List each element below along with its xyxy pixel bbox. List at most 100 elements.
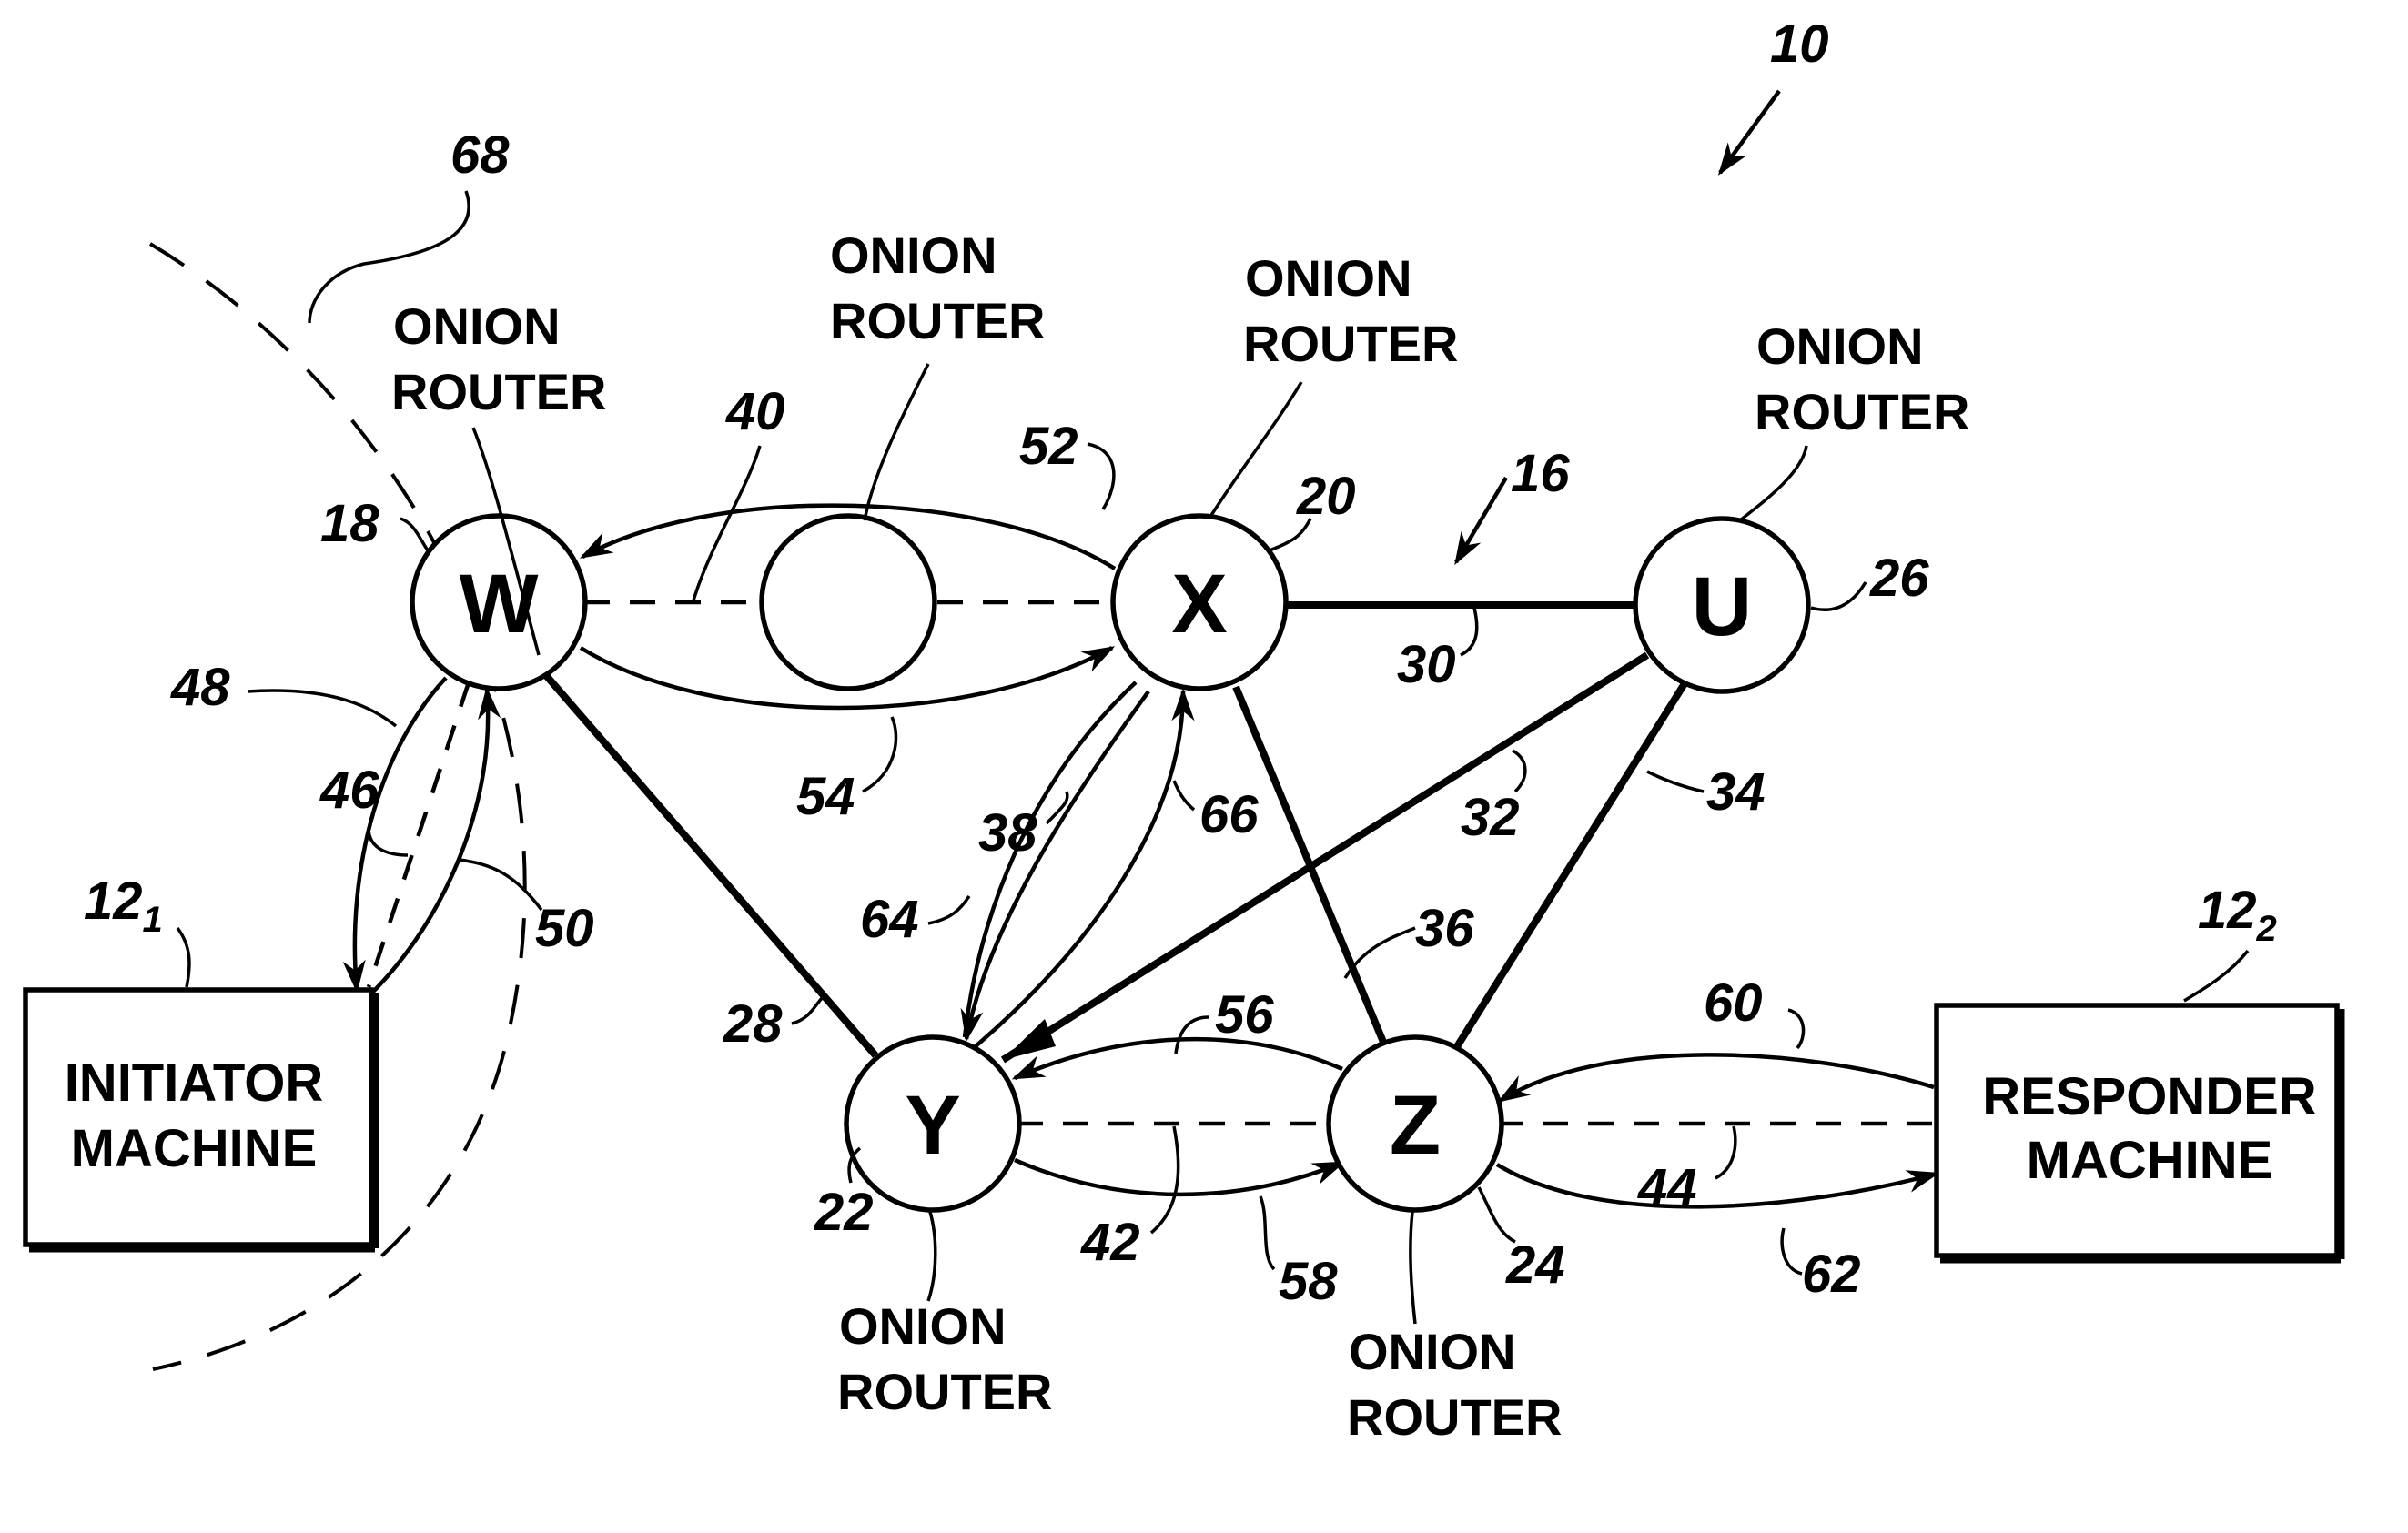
ref-30-leader (1461, 608, 1477, 655)
ref-10: 10 (1770, 15, 1829, 74)
ref-58-leader (1260, 1196, 1274, 1269)
ref-34: 34 (1706, 762, 1766, 822)
leader-caption-z (1411, 1212, 1415, 1324)
arc-initiator-w-50 (371, 690, 488, 993)
ref-26: 26 (1869, 549, 1929, 608)
ref-initiator-main: 12 (84, 872, 143, 931)
ref-52: 52 (1019, 417, 1078, 476)
node-z: Z (1329, 1037, 1502, 1210)
initiator-machine: INITIATOR MACHINE (25, 990, 375, 1248)
ref-16: 16 (1511, 444, 1570, 503)
ref-34-leader (1647, 772, 1704, 792)
ref-48: 48 (170, 658, 230, 717)
ref-48-leader (248, 691, 396, 726)
caption-x-line2: ROUTER (1243, 315, 1458, 372)
ref-28: 28 (723, 994, 783, 1054)
ref-60: 60 (1704, 973, 1763, 1033)
ref-50-leader (460, 860, 541, 910)
ref-responder: 122 (2198, 881, 2277, 949)
ref-42: 42 (1080, 1213, 1140, 1272)
ref-initiator-sub: 1 (143, 900, 163, 940)
ref-40-leader (693, 446, 760, 600)
ref-responder-leader (2184, 951, 2248, 1001)
node-w: W (412, 516, 585, 689)
node-u-letter: U (1692, 560, 1752, 653)
ref-56: 56 (1215, 985, 1274, 1044)
caption-w-line1: ONION (393, 298, 561, 355)
ref-30: 30 (1397, 635, 1456, 694)
ref-42-leader (1151, 1126, 1179, 1233)
caption-z-line2: ROUTER (1347, 1388, 1562, 1446)
ref-initiator: 121 (84, 872, 163, 940)
ref-22: 22 (814, 1183, 874, 1242)
ref-46: 46 (319, 761, 379, 820)
responder-line2: MACHINE (2027, 1131, 2273, 1190)
node-x-letter: X (1171, 558, 1227, 651)
ref-44-leader (1715, 1126, 1735, 1178)
ref-44: 44 (1637, 1158, 1697, 1217)
ref-62: 62 (1802, 1245, 1861, 1304)
ref-58: 58 (1279, 1252, 1338, 1311)
ref-66: 66 (1199, 785, 1259, 844)
caption-u-line2: ROUTER (1755, 383, 1969, 440)
ref-62-leader (1782, 1228, 1802, 1274)
arc-z-responder-62 (1497, 1165, 1937, 1206)
caption-u-line1: ONION (1756, 318, 1924, 375)
ref-38: 38 (978, 803, 1037, 862)
ref-20: 20 (1296, 467, 1356, 526)
ref-28-leader (792, 996, 824, 1024)
ref-54: 54 (796, 767, 855, 826)
initiator-machine-box (25, 990, 371, 1245)
ref-64: 64 (860, 890, 919, 949)
leader-caption-u (1740, 446, 1806, 520)
ref-66-leader (1174, 781, 1194, 810)
ref-32-leader (1513, 751, 1525, 792)
ref-46-leader (369, 828, 408, 855)
ref-24: 24 (1505, 1235, 1565, 1295)
ref-26-leader (1811, 582, 1866, 610)
caption-relay-line2: ROUTER (830, 292, 1045, 349)
ref-56-leader (1176, 1017, 1209, 1054)
ref-18-leader (400, 519, 428, 550)
node-relay-circle (762, 516, 935, 689)
caption-z-line1: ONION (1349, 1323, 1516, 1380)
responder-machine: RESPONDER MACHINE (1937, 1005, 2341, 1259)
node-u: U (1635, 519, 1808, 691)
ref-64-leader (928, 896, 969, 923)
ref-40: 40 (725, 382, 785, 441)
ref-10-arrow (1720, 91, 1779, 173)
caption-relay-line1: ONION (830, 227, 997, 284)
dashed-w-initiator-46 (369, 682, 469, 987)
node-x: X (1113, 516, 1286, 689)
caption-w-line2: ROUTER (391, 363, 606, 420)
ref-initiator-leader (177, 928, 189, 987)
ref-32: 32 (1461, 788, 1520, 847)
ref-52-leader (1088, 444, 1114, 509)
link-u-y-32 (1003, 655, 1647, 1060)
link-w-y-28 (544, 673, 875, 1055)
ref-68: 68 (450, 126, 510, 185)
leader-caption-x (1210, 382, 1301, 517)
ref-18: 18 (320, 494, 379, 553)
caption-y-line1: ONION (839, 1297, 1007, 1355)
arc-responder-z-60 (1500, 1054, 1934, 1101)
initiator-line1: INITIATOR (65, 1054, 324, 1113)
ref-responder-sub: 2 (2256, 909, 2277, 949)
ref-50: 50 (535, 899, 594, 958)
link-u-z-34 (1452, 678, 1688, 1055)
ref-60-leader (1788, 1010, 1804, 1048)
ref-36: 36 (1415, 899, 1474, 958)
leader-caption-relay (865, 364, 928, 520)
ref-54-leader (863, 717, 896, 792)
caption-x-line1: ONION (1245, 249, 1412, 307)
caption-y-line2: ROUTER (837, 1363, 1052, 1420)
leader-caption-y (928, 1212, 936, 1301)
arrowhead-u-y (1003, 1019, 1056, 1060)
responder-line1: RESPONDER (1982, 1067, 2316, 1126)
ref-16-arrow (1456, 478, 1506, 562)
initiator-line2: MACHINE (71, 1119, 318, 1178)
node-z-letter: Z (1390, 1079, 1441, 1172)
ref-responder-main: 12 (2198, 881, 2257, 940)
node-y-letter: Y (905, 1079, 960, 1172)
